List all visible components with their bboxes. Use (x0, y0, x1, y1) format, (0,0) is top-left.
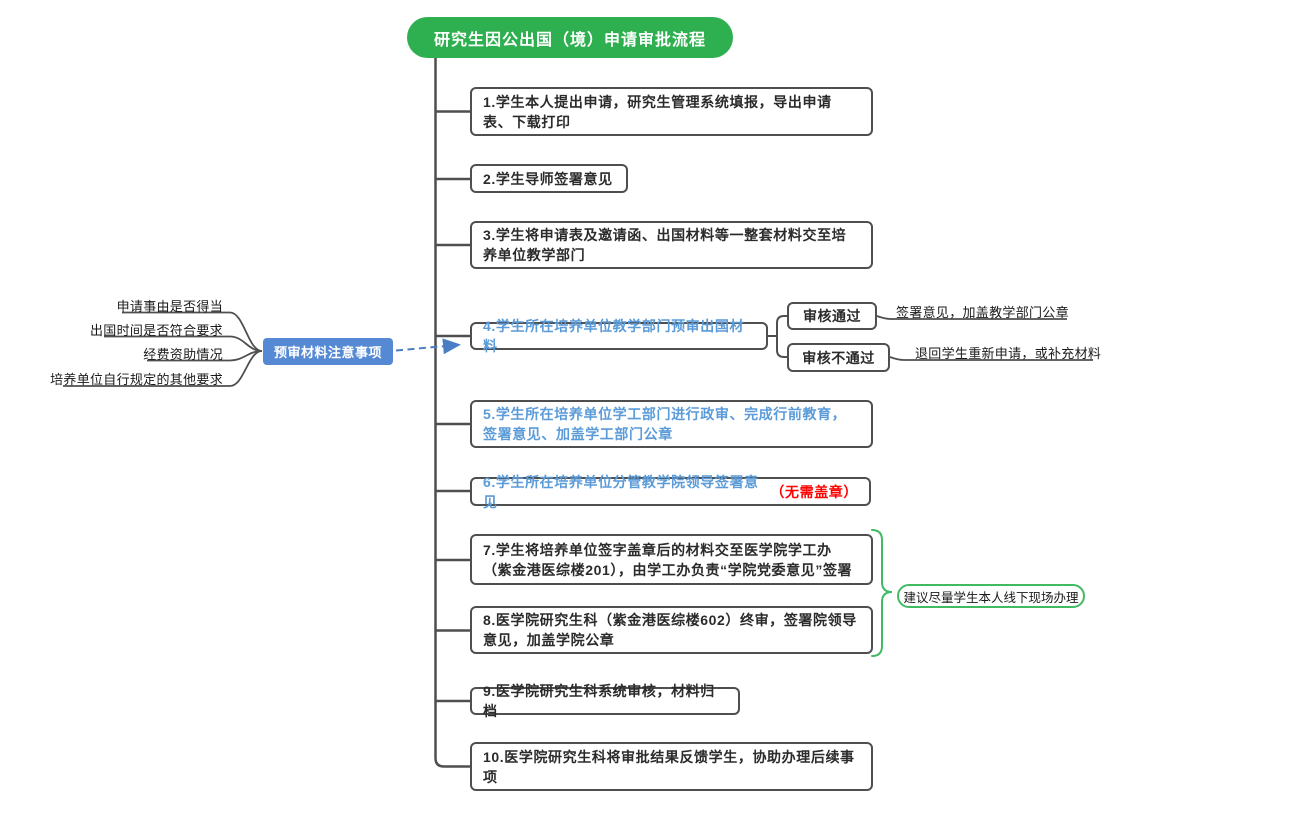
step-box-7: 7.学生将培养单位签字盖章后的材料交至医学院学工办（紫金港医综楼201），由学工… (470, 534, 873, 585)
precheck-dashed-arrow (395, 338, 461, 355)
advice-note-pill: 建议尽量学生本人线下现场办理 (897, 584, 1085, 608)
step-9-text: 9.医学院研究生科系统审核，材料归档 (483, 683, 715, 719)
review-pass-box: 审核通过 (787, 302, 877, 330)
review-fail-label: 审核不通过 (802, 349, 875, 366)
precheck-item-3: 经费资助情况 (143, 347, 223, 362)
flow-title: 研究生因公出国（境）申请审批流程 (407, 17, 733, 58)
precheck-item-4: 培养单位自行规定的其他要求 (50, 372, 223, 387)
fail-note-line (889, 356, 1093, 361)
step-3-text: 3.学生将申请表及邀请函、出国材料等一整套材料交至培养单位教学部门 (483, 227, 847, 263)
step-1-text: 1.学生本人提出申请，研究生管理系统填报，导出申请表、下载打印 (483, 93, 832, 130)
step-6-text: 6.学生所在培养单位分管教学院领导签署意见 (483, 473, 759, 510)
step-box-6: 6.学生所在培养单位分管教学院领导签署意见 （无需盖章） (470, 474, 871, 510)
step-4-text: 4.学生所在培养单位教学部门预审出国材料 (483, 318, 745, 354)
review-fail-note: 退回学生重新申请，或补充材料 (915, 346, 1102, 361)
step-7-text: 7.学生将培养单位签字盖章后的材料交至医学院学工办（紫金港医综楼201），由学工… (483, 541, 853, 578)
step-10-text: 10.医学院研究生科将审批结果反馈学生，协助办理后续事项 (483, 748, 855, 785)
precheck-item-2: 出国时间是否符合要求 (89, 323, 223, 338)
review-branch-lines (768, 315, 787, 358)
precheck-label-box: 预审材料注意事项 (263, 338, 393, 365)
precheck-item-1: 申请事由是否得当 (116, 299, 223, 314)
review-pass-label: 审核通过 (803, 308, 861, 324)
step-stub-lines (435, 110, 470, 703)
step-box-5: 5.学生所在培养单位学工部门进行政审、完成行前教育，签署意见、加盖学工部门公章 (470, 400, 873, 448)
step-box-3: 3.学生将申请表及邀请函、出国材料等一整套材料交至培养单位教学部门 (470, 221, 873, 269)
step-6-red-note: （无需盖章） (770, 483, 858, 500)
step-box-9: 9.医学院研究生科系统审核，材料归档 (470, 683, 740, 719)
review-pass-note: 签署意见，加盖教学部门公章 (896, 305, 1069, 320)
advice-brace (871, 529, 893, 657)
precheck-item-line-4 (63, 350, 263, 387)
step-5-text: 5.学生所在培养单位学工部门进行政审、完成行前教育，签署意见、加盖学工部门公章 (483, 406, 847, 442)
step-8-text: 8.医学院研究生科（紫金港医综楼602）终审，签署院领导意见，加盖学院公章 (483, 612, 857, 648)
step-box-2: 2.学生导师签署意见 (470, 164, 628, 193)
step-2-text: 2.学生导师签署意见 (483, 170, 613, 187)
trunk-line (434, 58, 470, 768)
step-box-10: 10.医学院研究生科将审批结果反馈学生，协助办理后续事项 (470, 742, 873, 791)
pass-note-line (876, 315, 1067, 320)
step-box-4: 4.学生所在培养单位教学部门预审出国材料 (470, 318, 768, 354)
step-box-1: 1.学生本人提出申请，研究生管理系统填报，导出申请表、下载打印 (470, 87, 873, 136)
step-box-8: 8.医学院研究生科（紫金港医综楼602）终审，签署院领导意见，加盖学院公章 (470, 606, 873, 654)
review-fail-box: 审核不通过 (787, 343, 890, 372)
